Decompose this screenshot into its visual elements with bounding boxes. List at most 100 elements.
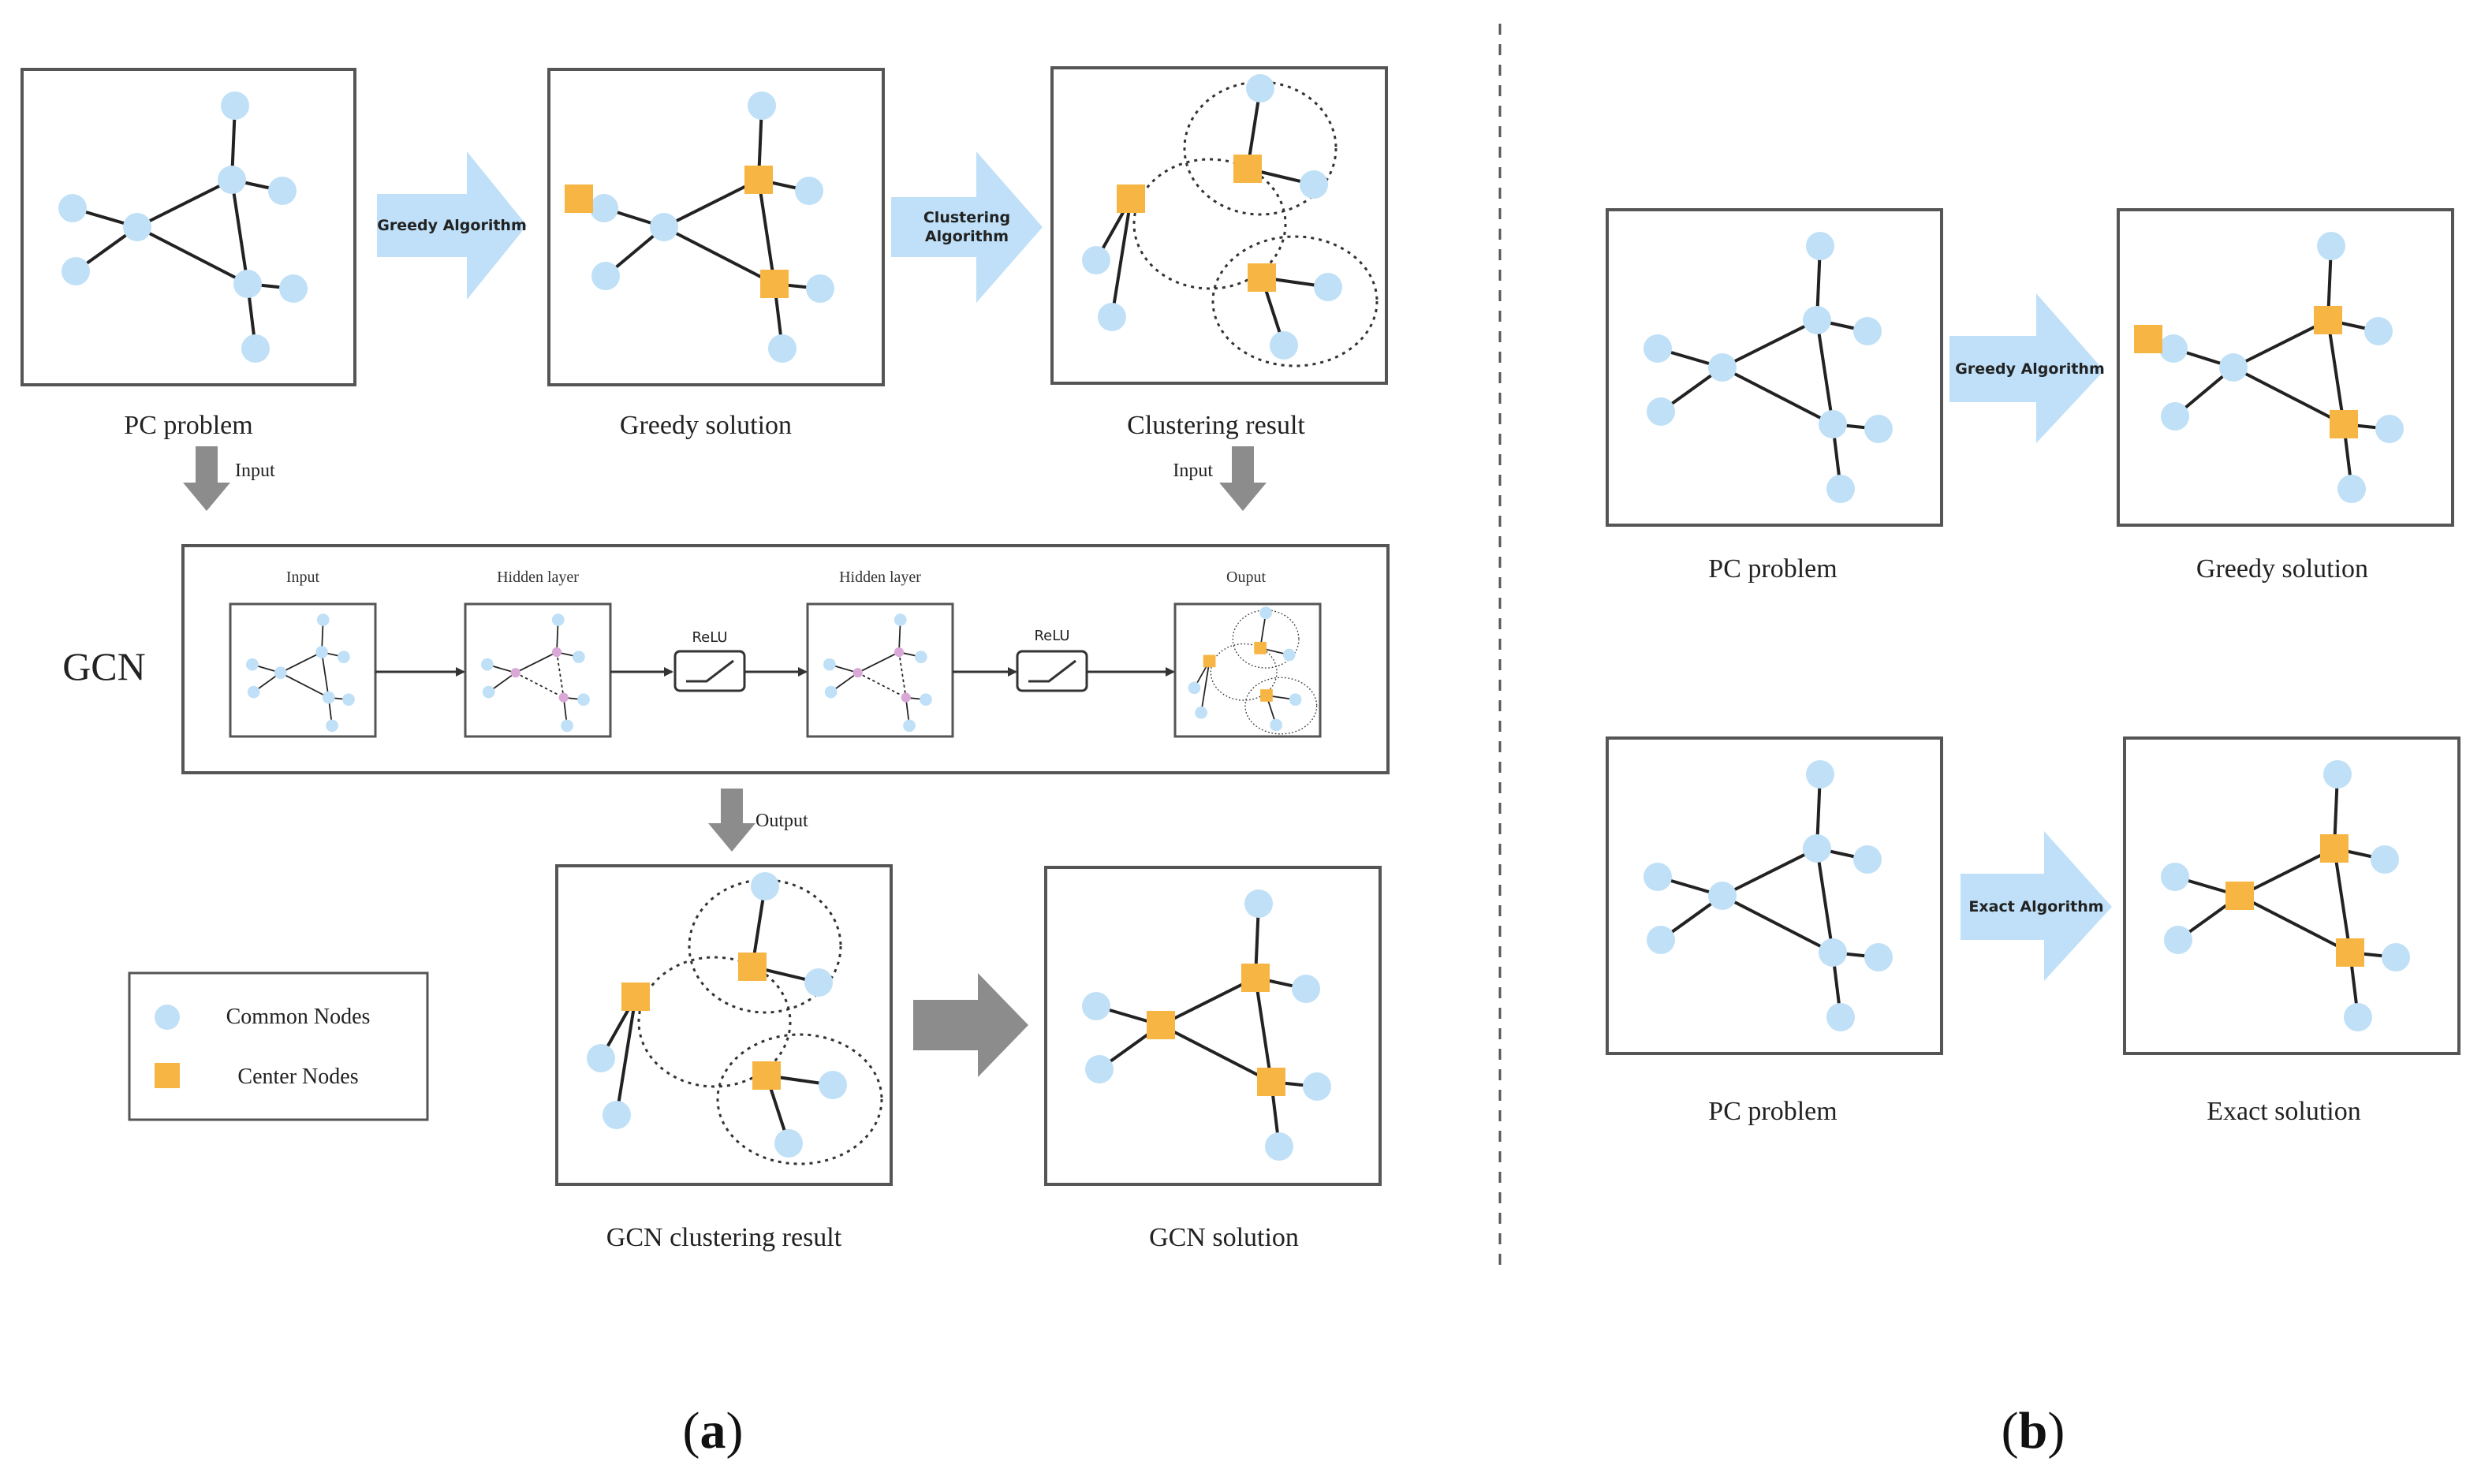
common-node — [1244, 889, 1273, 918]
common-node — [748, 91, 776, 120]
graph-b-pc-problem-bottom — [1643, 760, 1893, 1031]
panel-b-pc-problem-bottom — [1606, 736, 1943, 1055]
relu-label-1: ReLU — [692, 629, 727, 646]
common-node — [806, 274, 834, 303]
graph-edge — [515, 672, 565, 699]
graph-b-greedy-solution — [2134, 232, 2404, 503]
center-node — [621, 982, 650, 1011]
graph-edge — [556, 651, 565, 698]
common-node — [326, 719, 338, 733]
common-node — [1864, 943, 1893, 971]
common-node — [590, 194, 618, 222]
graph-edge — [280, 672, 330, 699]
graph-a-gcn-clustering-result — [587, 872, 883, 1165]
hidden-node — [894, 647, 905, 658]
center-node — [1117, 185, 1145, 213]
input-label-left: Input — [235, 460, 275, 481]
greedy-algorithm-label: Greedy Algorithm — [377, 217, 527, 234]
common-node — [1188, 681, 1201, 695]
clustering-algorithm-label-line1: Clustering — [923, 209, 1010, 226]
common-node — [315, 646, 328, 658]
common-node — [1803, 834, 1831, 863]
common-node — [591, 262, 620, 290]
common-node — [1292, 975, 1320, 1003]
center-node — [1203, 654, 1216, 668]
graph-edge — [1815, 319, 1834, 425]
common-node — [1282, 648, 1296, 662]
graph-edge — [2239, 847, 2335, 897]
common-node — [577, 693, 590, 707]
center-node — [1241, 964, 1270, 992]
output-arrow: Output — [708, 789, 808, 852]
hidden-node — [852, 668, 863, 678]
input-arrow-right: Input — [1173, 446, 1267, 511]
gcn-to-solution-arrow — [913, 973, 1028, 1077]
common-node — [62, 257, 90, 285]
common-node — [1246, 74, 1274, 103]
center-node — [1233, 155, 1262, 183]
center-node — [2320, 834, 2349, 863]
center-node — [1260, 689, 1273, 702]
caption-gcn-solution: GCN solution — [1149, 1223, 1299, 1252]
hidden-node — [901, 692, 911, 703]
common-node — [1643, 334, 1672, 363]
graph-edge — [1722, 319, 1818, 369]
common-node — [2364, 317, 2393, 345]
common-node — [481, 658, 494, 671]
greedy-algorithm-arrow: Greedy Algorithm — [377, 151, 527, 300]
graph-edge — [1722, 847, 1818, 897]
center-node — [2225, 882, 2254, 910]
graph-edge — [2333, 848, 2352, 953]
graph-edge — [757, 179, 776, 285]
graph-edge — [663, 226, 775, 285]
caption-b-pc-problem-top: PC problem — [1708, 554, 1837, 584]
common-node — [894, 613, 907, 626]
graph-b-exact-solution — [2161, 760, 2410, 1031]
graph-edge — [1160, 976, 1256, 1027]
center-node — [1147, 1011, 1175, 1039]
panel-b-pc-problem-top — [1606, 208, 1943, 527]
center-node — [752, 1061, 781, 1090]
relu-box-1: ReLU — [673, 629, 746, 692]
common-node — [1270, 718, 1283, 732]
graph-edge — [1110, 198, 1132, 318]
common-node — [2337, 475, 2366, 503]
graph-edge — [280, 651, 323, 673]
common-node — [1819, 410, 1847, 438]
part-b-label: (b) — [2002, 1402, 2065, 1460]
common-node — [2344, 1003, 2372, 1031]
common-node — [1300, 170, 1328, 199]
input-arrow-left: Input — [183, 446, 275, 511]
center-node — [760, 270, 789, 298]
common-node — [1864, 415, 1893, 443]
hidden-node — [551, 647, 562, 658]
graph-edge — [1722, 366, 1834, 426]
relu-label-2: ReLU — [1034, 628, 1069, 644]
b-exact-algorithm-label: Exact Algorithm — [1968, 898, 2103, 915]
graph-edge — [2233, 319, 2329, 369]
common-node — [58, 194, 87, 222]
caption-clustering-result: Clustering result — [1127, 411, 1305, 440]
panel-a-pc-problem — [21, 68, 356, 386]
common-node — [751, 872, 779, 900]
common-node — [774, 1129, 803, 1158]
cluster-boundary — [1244, 677, 1318, 735]
common-node — [551, 613, 565, 626]
common-node — [268, 177, 297, 205]
center-node — [1257, 1068, 1285, 1096]
common-node — [1708, 882, 1737, 910]
common-node — [123, 213, 151, 241]
common-node — [1826, 1003, 1855, 1031]
common-node — [218, 166, 246, 194]
common-node — [824, 685, 838, 699]
common-node — [1289, 693, 1302, 707]
graph-edge — [615, 996, 637, 1116]
graph-edge — [515, 651, 558, 673]
common-node — [233, 270, 262, 298]
panel-a-clustering-result — [1050, 66, 1388, 385]
common-node — [1303, 1072, 1331, 1101]
relu-box-2: ReLU — [1016, 628, 1088, 692]
gcn-hidden2-graph — [823, 613, 932, 733]
output-label: Output — [755, 811, 808, 831]
graph-edge — [136, 178, 233, 229]
